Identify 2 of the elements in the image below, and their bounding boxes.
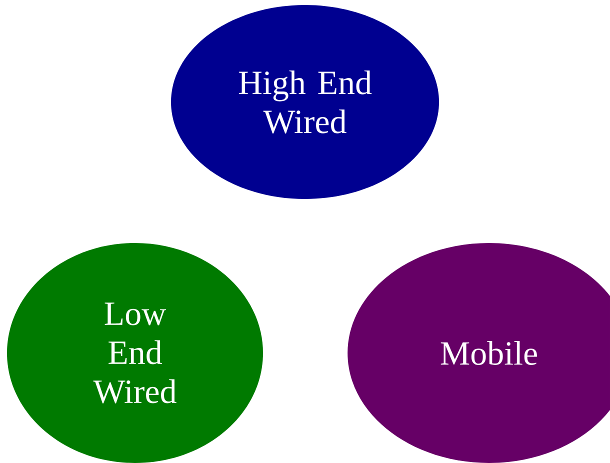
ellipse-node: High End Wired: [171, 5, 439, 199]
ellipse-node: Low End Wired: [7, 243, 263, 463]
